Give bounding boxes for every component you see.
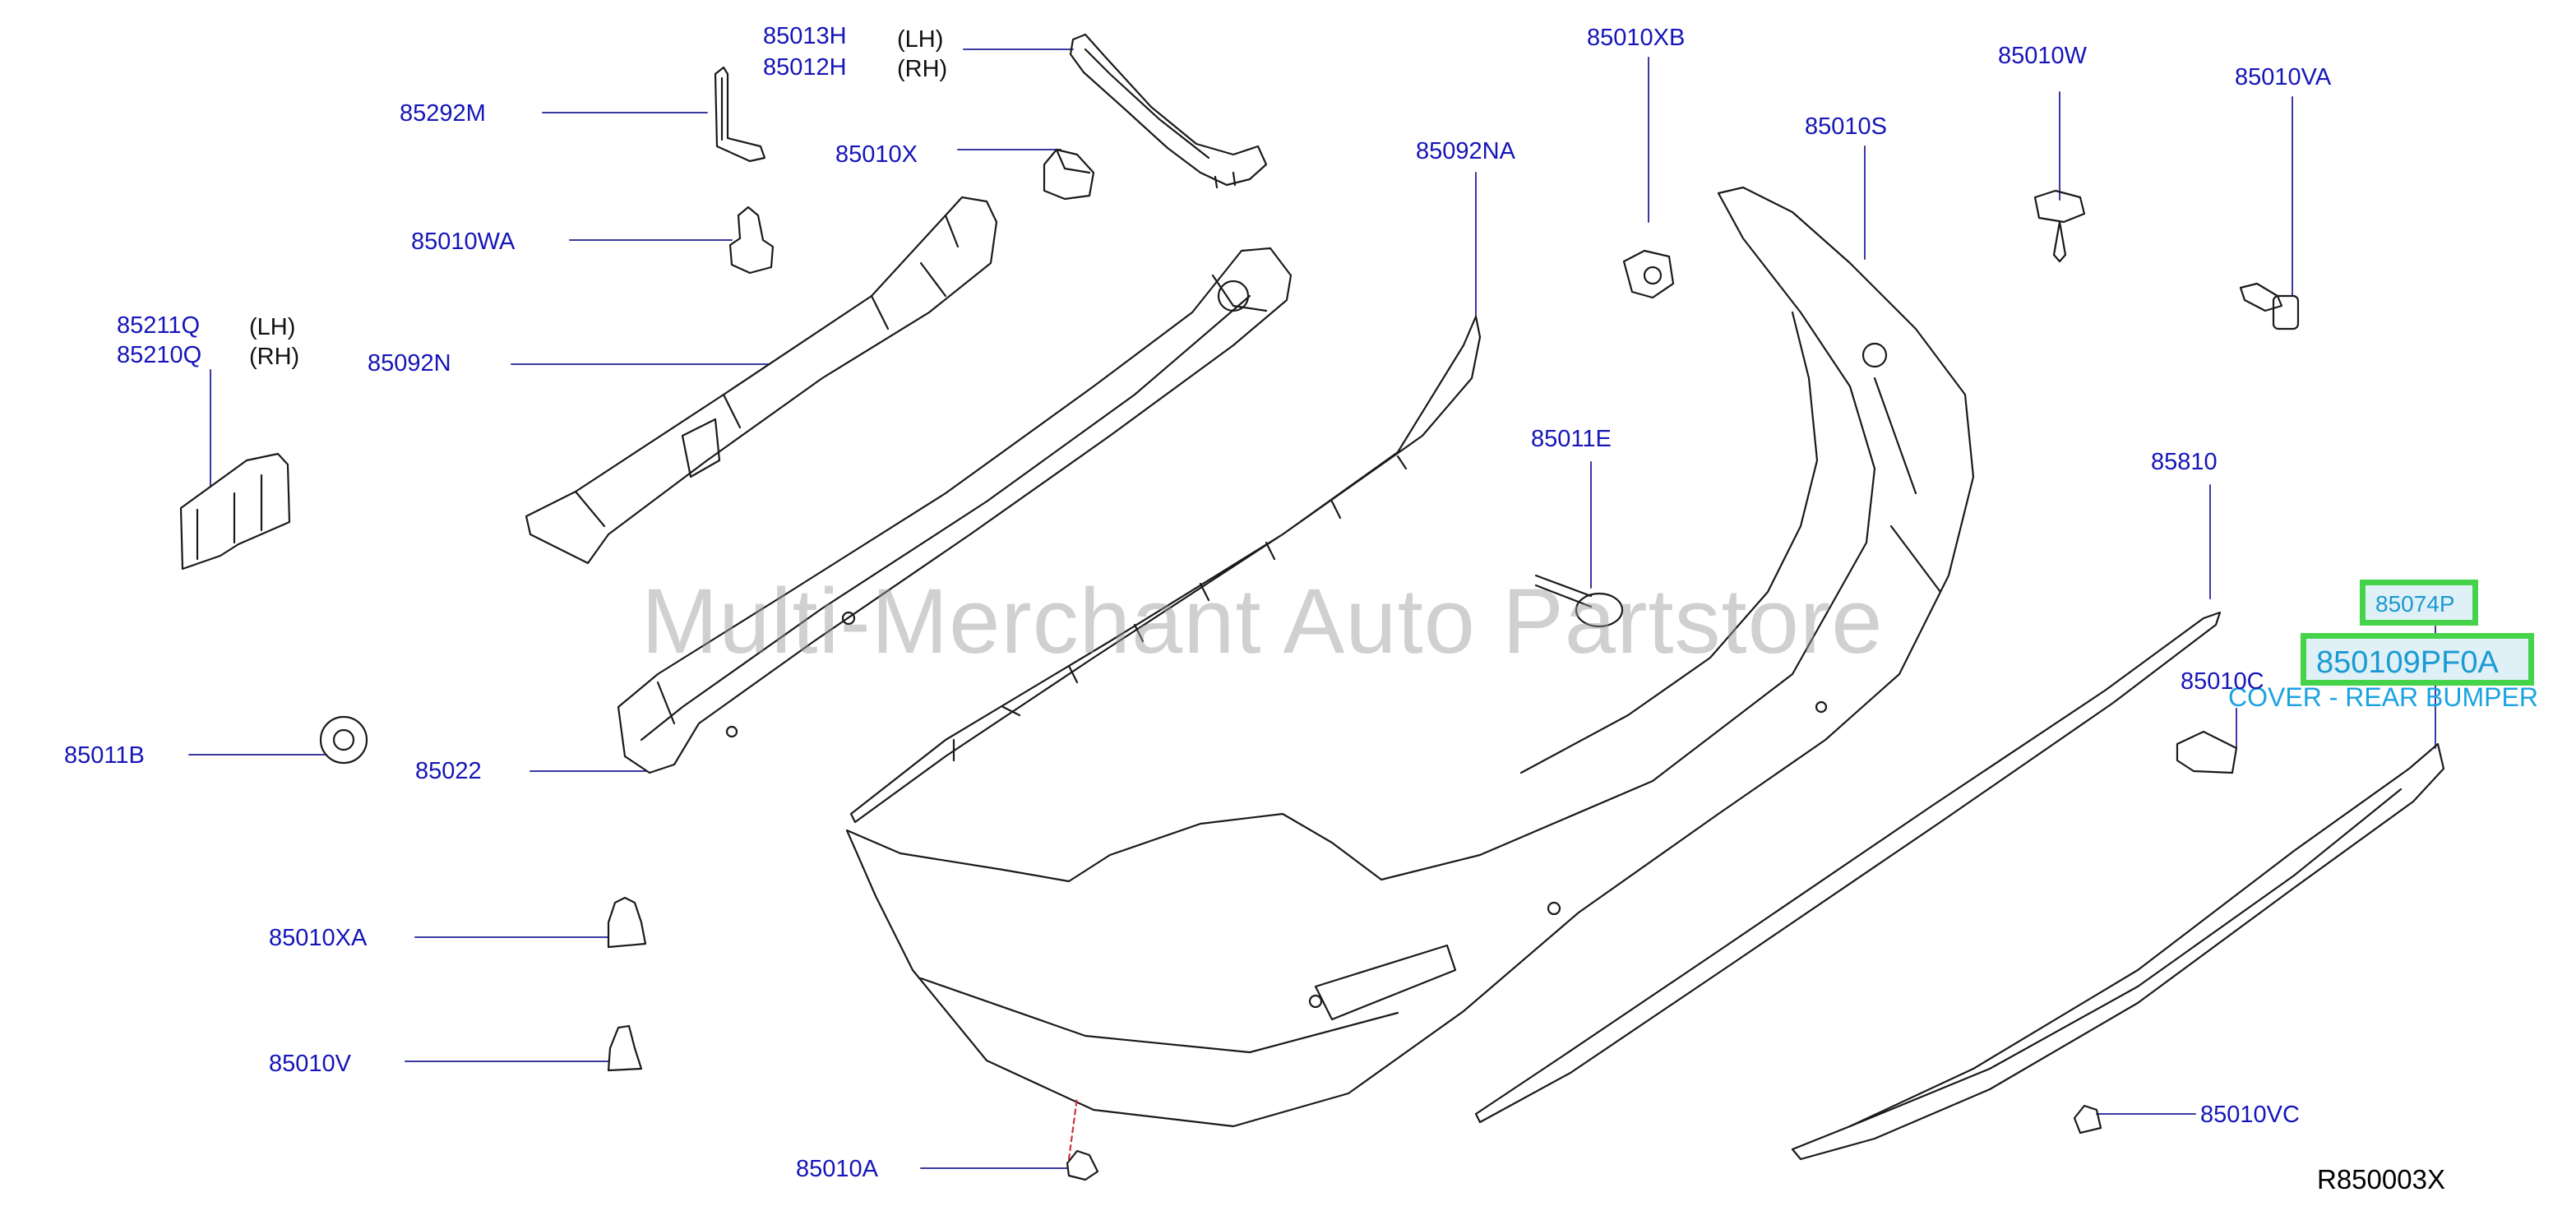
side-label-lh: (LH) xyxy=(897,26,944,53)
watermark: Multi-Merchant Auto Partstore xyxy=(641,570,1884,672)
highlighted-part-description: COVER - REAR BUMPER xyxy=(2228,682,2538,712)
diagram-reference-code: R850003X xyxy=(2317,1164,2445,1195)
part-label-85011B[interactable]: 85011B xyxy=(64,742,145,769)
part-label-85292M[interactable]: 85292M xyxy=(400,100,486,127)
part-label-85211Q[interactable]: 85211Q xyxy=(117,312,201,339)
side-label-lh-2: (LH) xyxy=(249,314,296,340)
part-label-85012H[interactable]: 85012H xyxy=(763,54,847,81)
part-label-85810[interactable]: 85810 xyxy=(2151,449,2218,475)
highlighted-part-number[interactable]: 850109PF0A xyxy=(2301,633,2534,686)
part-label-85010VC[interactable]: 85010VC xyxy=(2200,1102,2300,1128)
part-label-85092N[interactable]: 85092N xyxy=(368,350,451,377)
part-label-85010VA[interactable]: 85010VA xyxy=(2235,64,2332,90)
part-label-85010S[interactable]: 85010S xyxy=(1805,113,1887,140)
part-label-85010XA[interactable]: 85010XA xyxy=(269,925,368,951)
part-label-85010V[interactable]: 85010V xyxy=(269,1051,351,1077)
part-label-85010W[interactable]: 85010W xyxy=(1998,43,2088,69)
side-label-rh: (RH) xyxy=(897,56,948,82)
part-label-85010X[interactable]: 85010X xyxy=(835,141,918,168)
part-label-85092NA[interactable]: 85092NA xyxy=(1416,138,1515,164)
part-label-85010XB[interactable]: 85010XB xyxy=(1587,25,1686,51)
part-label-85010C[interactable]: 85010C xyxy=(2181,668,2264,695)
part-label-85074P[interactable]: 85074P xyxy=(2360,580,2478,626)
side-label-rh-2: (RH) xyxy=(249,344,300,370)
part-label-85010WA[interactable]: 85010WA xyxy=(411,229,516,255)
part-label-85013H[interactable]: 85013H xyxy=(763,23,847,49)
part-label-85010A[interactable]: 85010A xyxy=(796,1156,878,1182)
part-label-85011E[interactable]: 85011E xyxy=(1531,426,1612,452)
part-label-85022[interactable]: 85022 xyxy=(415,758,482,784)
leader-lines xyxy=(188,49,2436,1169)
part-label-85210Q[interactable]: 85210Q xyxy=(117,342,202,368)
